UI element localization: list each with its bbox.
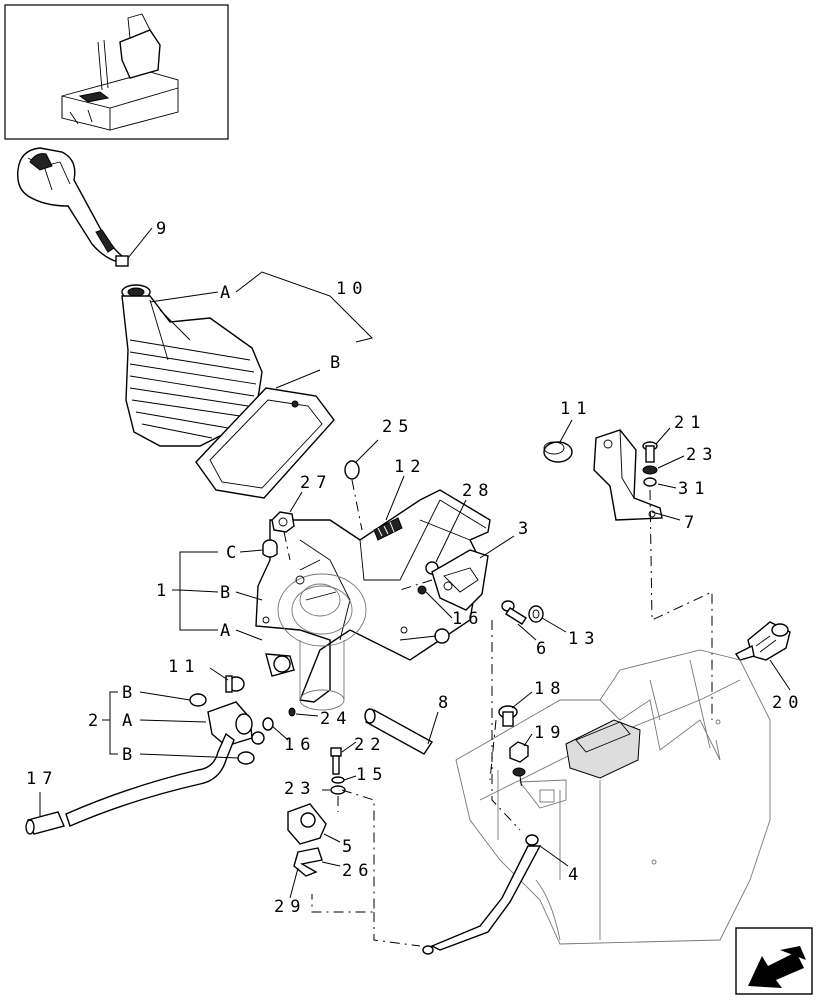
label-18: 18	[534, 679, 566, 699]
label-2a: A	[122, 711, 138, 731]
bushing-part-2b-lower	[237, 751, 255, 765]
gate-plate-part-3	[431, 549, 489, 611]
bracket-part-7	[593, 429, 663, 521]
pin-part-24	[288, 707, 296, 717]
label-3: 3	[518, 519, 534, 539]
label-8: 8	[438, 693, 454, 713]
label-21: 21	[674, 413, 706, 433]
label-23b: 23	[686, 445, 718, 465]
bushing-part-13	[528, 605, 544, 623]
label-17: 17	[26, 769, 58, 789]
bushing-part-1a-right	[434, 628, 450, 644]
cap-part-11b	[543, 441, 573, 463]
label-2: 2	[88, 711, 104, 731]
label-15: 15	[356, 765, 388, 785]
label-10b: B	[330, 353, 346, 373]
label-4: 4	[568, 865, 584, 885]
bolt-part-21	[642, 441, 658, 463]
label-22: 22	[354, 735, 386, 755]
label-26: 26	[342, 861, 374, 881]
grip-part-17	[25, 811, 65, 835]
shift-knob-part-9	[17, 147, 129, 267]
label-1b: B	[220, 583, 236, 603]
label-28: 28	[462, 481, 494, 501]
nut-part-27	[271, 511, 295, 533]
label-7: 7	[684, 513, 700, 533]
cap-part-11	[225, 675, 245, 693]
label-27: 27	[300, 473, 332, 493]
washer-part-23b	[642, 465, 658, 475]
label-11: 11	[168, 657, 200, 677]
washer-part-15	[331, 776, 345, 784]
label-24: 24	[320, 709, 352, 729]
label-20: 20	[772, 693, 804, 713]
washer-part-31	[643, 477, 657, 487]
console-housing	[455, 649, 771, 945]
label-11b: 11	[560, 399, 592, 419]
sleeve-part-8	[364, 708, 434, 755]
pin-part-16b	[251, 717, 274, 745]
label-9: 9	[156, 219, 172, 239]
label-25: 25	[382, 417, 414, 437]
label-1: 1	[156, 581, 172, 601]
switch-part-20	[734, 621, 791, 661]
boot-frame-part-10b	[195, 387, 335, 499]
label-19: 19	[534, 723, 566, 743]
label-1c: C	[226, 543, 242, 563]
bushing-part-1c	[262, 539, 278, 558]
pin-part-16	[417, 585, 427, 595]
next-page-arrow-icon[interactable]	[735, 927, 813, 995]
lever-part-2	[65, 701, 253, 827]
label-10: 10	[336, 279, 368, 299]
shift-bracket-part-1	[255, 489, 491, 711]
label-31: 31	[678, 479, 710, 499]
spring-part-12	[373, 517, 403, 541]
overview-thumbnail	[4, 4, 229, 140]
rod-part-4	[422, 834, 542, 955]
arm-bushing	[265, 653, 295, 677]
label-1a: A	[220, 621, 236, 641]
label-5: 5	[342, 837, 358, 857]
label-12: 12	[394, 457, 426, 477]
label-2b-lower: B	[122, 745, 138, 765]
gaiter-boot-part-10a	[121, 284, 263, 447]
bracket-part-5	[287, 803, 327, 845]
label-29: 29	[274, 897, 306, 917]
label-10a: A	[220, 283, 236, 303]
bolt-part-22	[330, 747, 342, 775]
label-13: 13	[568, 629, 600, 649]
bushing-part-2b-upper	[189, 693, 207, 707]
snap-ring-part-25	[344, 460, 360, 480]
bolt-part-6	[501, 600, 527, 625]
label-2b-upper: B	[122, 683, 138, 703]
clip-part-26	[293, 847, 323, 877]
washer-part-23	[330, 785, 346, 795]
nut-part-19	[509, 741, 529, 777]
label-23: 23	[284, 779, 316, 799]
label-16b: 16	[284, 735, 316, 755]
label-6: 6	[536, 639, 552, 659]
bolt-part-18	[498, 705, 518, 727]
label-16: 16	[452, 609, 484, 629]
